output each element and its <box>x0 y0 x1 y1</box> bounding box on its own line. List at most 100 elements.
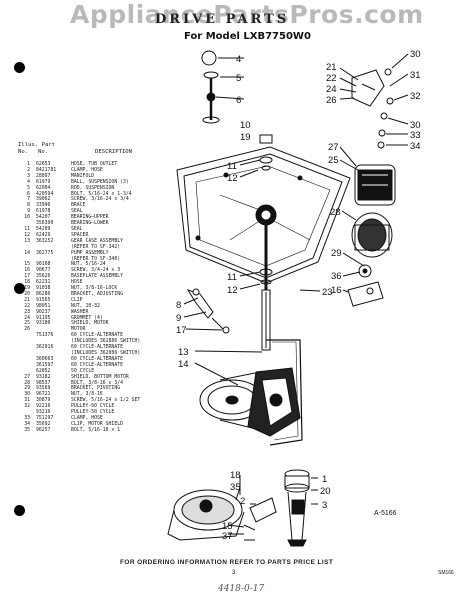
item-number: 27 <box>24 374 30 380</box>
callout-26: 26 <box>326 95 337 106</box>
callout-28: 28 <box>330 207 341 218</box>
part-number: 420594 <box>36 191 54 197</box>
part-number: 362016 <box>36 345 54 351</box>
binder-hole-icon <box>14 283 25 294</box>
item-number: 24 <box>24 315 30 321</box>
item-number: 25 <box>24 321 30 327</box>
suspension-ball-seat <box>203 71 219 79</box>
part-number: 90108 <box>36 262 51 268</box>
item-number: 10 <box>24 215 30 221</box>
callout-23: 23 <box>322 287 333 298</box>
header-description: DESCRIPTION <box>95 149 133 155</box>
part-description: GEAR CASE ASSEMBLY <box>71 238 123 244</box>
part-description: (INCLUDES 362086 SWITCH) <box>71 351 141 356</box>
part-description: BOLT, 5/16-24 x 1-3/4 <box>71 191 132 197</box>
callout-27: 27 <box>328 142 339 153</box>
part-number: 98537 <box>36 380 51 386</box>
part-number: 33996 <box>36 203 51 209</box>
tub-outlet-hose <box>287 491 307 541</box>
part-description: NUT, 3/8-16 <box>71 392 103 398</box>
part-description: CLIP <box>71 297 83 303</box>
motor-shield <box>354 164 396 206</box>
item-number: 22 <box>24 303 30 309</box>
callout-30: 30 <box>410 49 421 60</box>
part-number: 93569 <box>36 386 51 392</box>
callout-24: 24 <box>326 84 337 95</box>
item-number: 5 <box>27 185 30 191</box>
part-description: BRACKET, ADJUSTING <box>71 291 123 297</box>
callout-9: 9 <box>176 313 181 324</box>
callout-29: 29 <box>331 248 342 259</box>
callout-3: 3 <box>322 500 327 511</box>
part-number: 93219 <box>36 410 51 416</box>
brace <box>186 289 214 319</box>
item-number: 12 <box>24 232 30 238</box>
part-number: 54209 <box>36 226 51 232</box>
baseplate <box>176 146 351 284</box>
callout-22: 22 <box>326 73 337 84</box>
item-number: 15 <box>24 262 30 268</box>
parts-row: 15 90108 NUT, 5/16-24 <box>18 262 178 268</box>
callout-17: 17 <box>176 325 187 336</box>
part-number: 90237 <box>36 309 51 315</box>
part-description: (REFER TO SF-342) <box>71 244 121 250</box>
figure-code: A-5166 <box>374 510 397 517</box>
parts-row: (INCLUDES 362886 SWITCH) <box>18 339 178 345</box>
item-number: 29 <box>24 386 30 392</box>
callout-11: 11 <box>227 161 237 172</box>
part-number: 93182 <box>36 374 51 380</box>
part-number: 92216 <box>36 404 51 410</box>
part-description: 60 CYCLE-ALTERNATE <box>71 356 123 362</box>
part-number: 751297 <box>36 415 54 421</box>
callout-4: 4 <box>236 54 241 65</box>
part-number: 91195 <box>36 315 51 321</box>
motor <box>351 212 393 258</box>
part-description: SCREW, 5/16-24 x 1/2 SET <box>71 398 141 404</box>
callout-30b: 30 <box>410 120 421 131</box>
item-number: 7 <box>27 197 30 203</box>
part-description: 60 CYCLE-ALTERNATE <box>71 333 123 339</box>
part-number: 356390 <box>36 221 54 227</box>
part-number: 361597 <box>36 362 54 368</box>
part-number: 62429 <box>36 232 51 238</box>
part-number: 39062 <box>36 197 51 203</box>
part-description: BEARING—UPPER <box>71 215 109 221</box>
callout-19: 19 <box>240 132 251 143</box>
page-title: DRIVE PARTS <box>155 12 290 27</box>
callout-35: 35 <box>230 482 241 493</box>
part-description: HOSE, TUB OUTLET <box>71 162 118 167</box>
part-number: 62004 <box>36 185 51 191</box>
callout-15: 15 <box>222 521 233 532</box>
part-description: BRACKET, PIVOTING <box>71 386 121 392</box>
part-description: (REFER TO SF-340) <box>71 256 121 262</box>
header-illus-part: Illus. Part <box>18 142 56 148</box>
part-description: BRACE <box>71 203 86 209</box>
part-number: 98051 <box>36 303 51 309</box>
part-description: NUT, 5/16-24 <box>71 262 106 268</box>
part-number: 28097 <box>36 173 51 179</box>
part-number: 362775 <box>36 250 54 256</box>
item-number: 34 <box>24 421 30 427</box>
item-number: 21 <box>24 297 30 303</box>
